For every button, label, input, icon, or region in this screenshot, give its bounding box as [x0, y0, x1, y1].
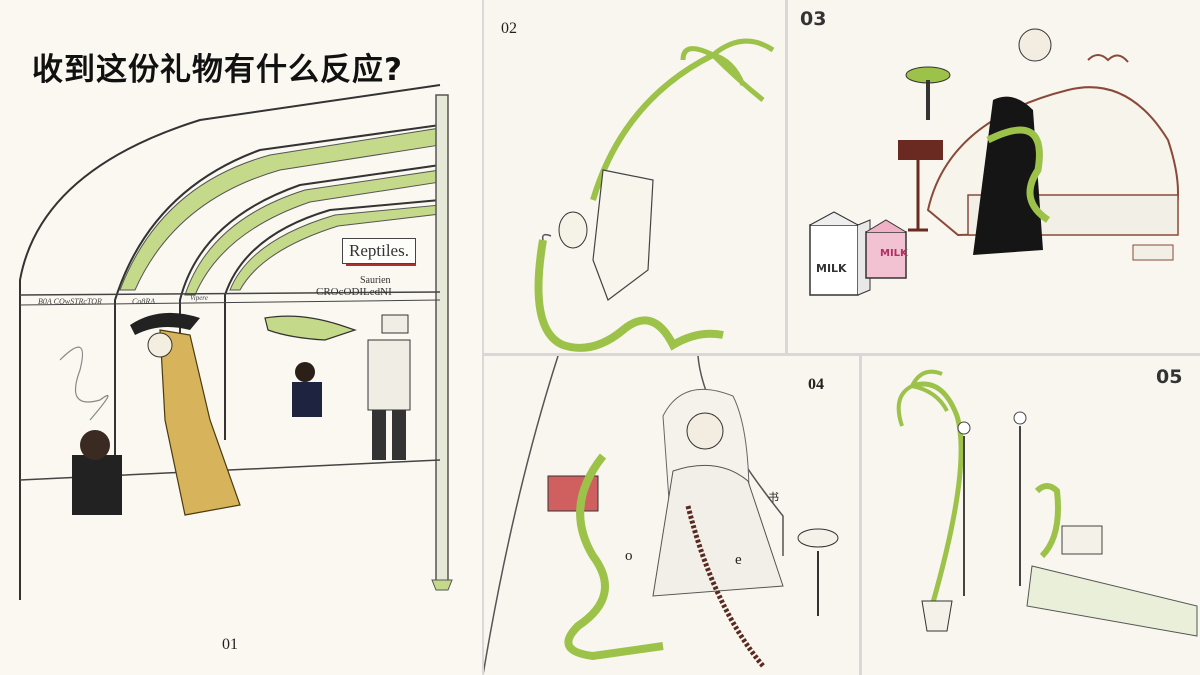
stray-letter-e: e [735, 552, 742, 568]
panel-02: 02 [483, 0, 785, 353]
panel-number-04: 04 [808, 376, 824, 393]
panel-number-03: 03 [800, 8, 827, 30]
boa-label: B0A COwSTRcTOR [38, 297, 102, 306]
crocodile-label: CROcODILedNI [316, 286, 392, 298]
divider-vertical-bottom [859, 356, 862, 675]
panel-number-05: 05 [1156, 366, 1183, 388]
stray-char-shu: 书 [768, 491, 779, 504]
bedroom-illustration [896, 369, 1198, 637]
panel-number-02: 02 [501, 20, 517, 37]
stray-letter-o: o [625, 548, 633, 564]
cobra-label: Co8RA [132, 297, 156, 306]
page-title: 收到这份礼物有什么反应? [32, 52, 403, 88]
reptiles-sign: Reptiles. [342, 238, 416, 264]
divider-vertical-left [482, 0, 484, 675]
reading-lady-illustration [483, 356, 839, 675]
panel-number-01: 01 [222, 636, 238, 653]
panel-03: 03 MILK MILK [788, 0, 1200, 353]
milk-carton-1-label: MILK [816, 262, 847, 275]
sofa-lady-illustration [809, 28, 1179, 296]
panel-04: 04 o e 书 [483, 356, 859, 675]
divider-vertical-right [785, 0, 788, 356]
panel-05: 05 [862, 356, 1200, 675]
vipere-label: Vipere [190, 294, 208, 302]
palm-snake-illustration [534, 38, 775, 352]
panel-01: 收到这份礼物有什么反应? Reptiles. Saurien CROcODILe… [0, 0, 482, 675]
milk-carton-2-label: MILK [880, 248, 908, 259]
zoo-illustration [19, 84, 453, 600]
saurien-label: Saurien [360, 275, 391, 286]
divider-horizontal [482, 353, 1200, 356]
